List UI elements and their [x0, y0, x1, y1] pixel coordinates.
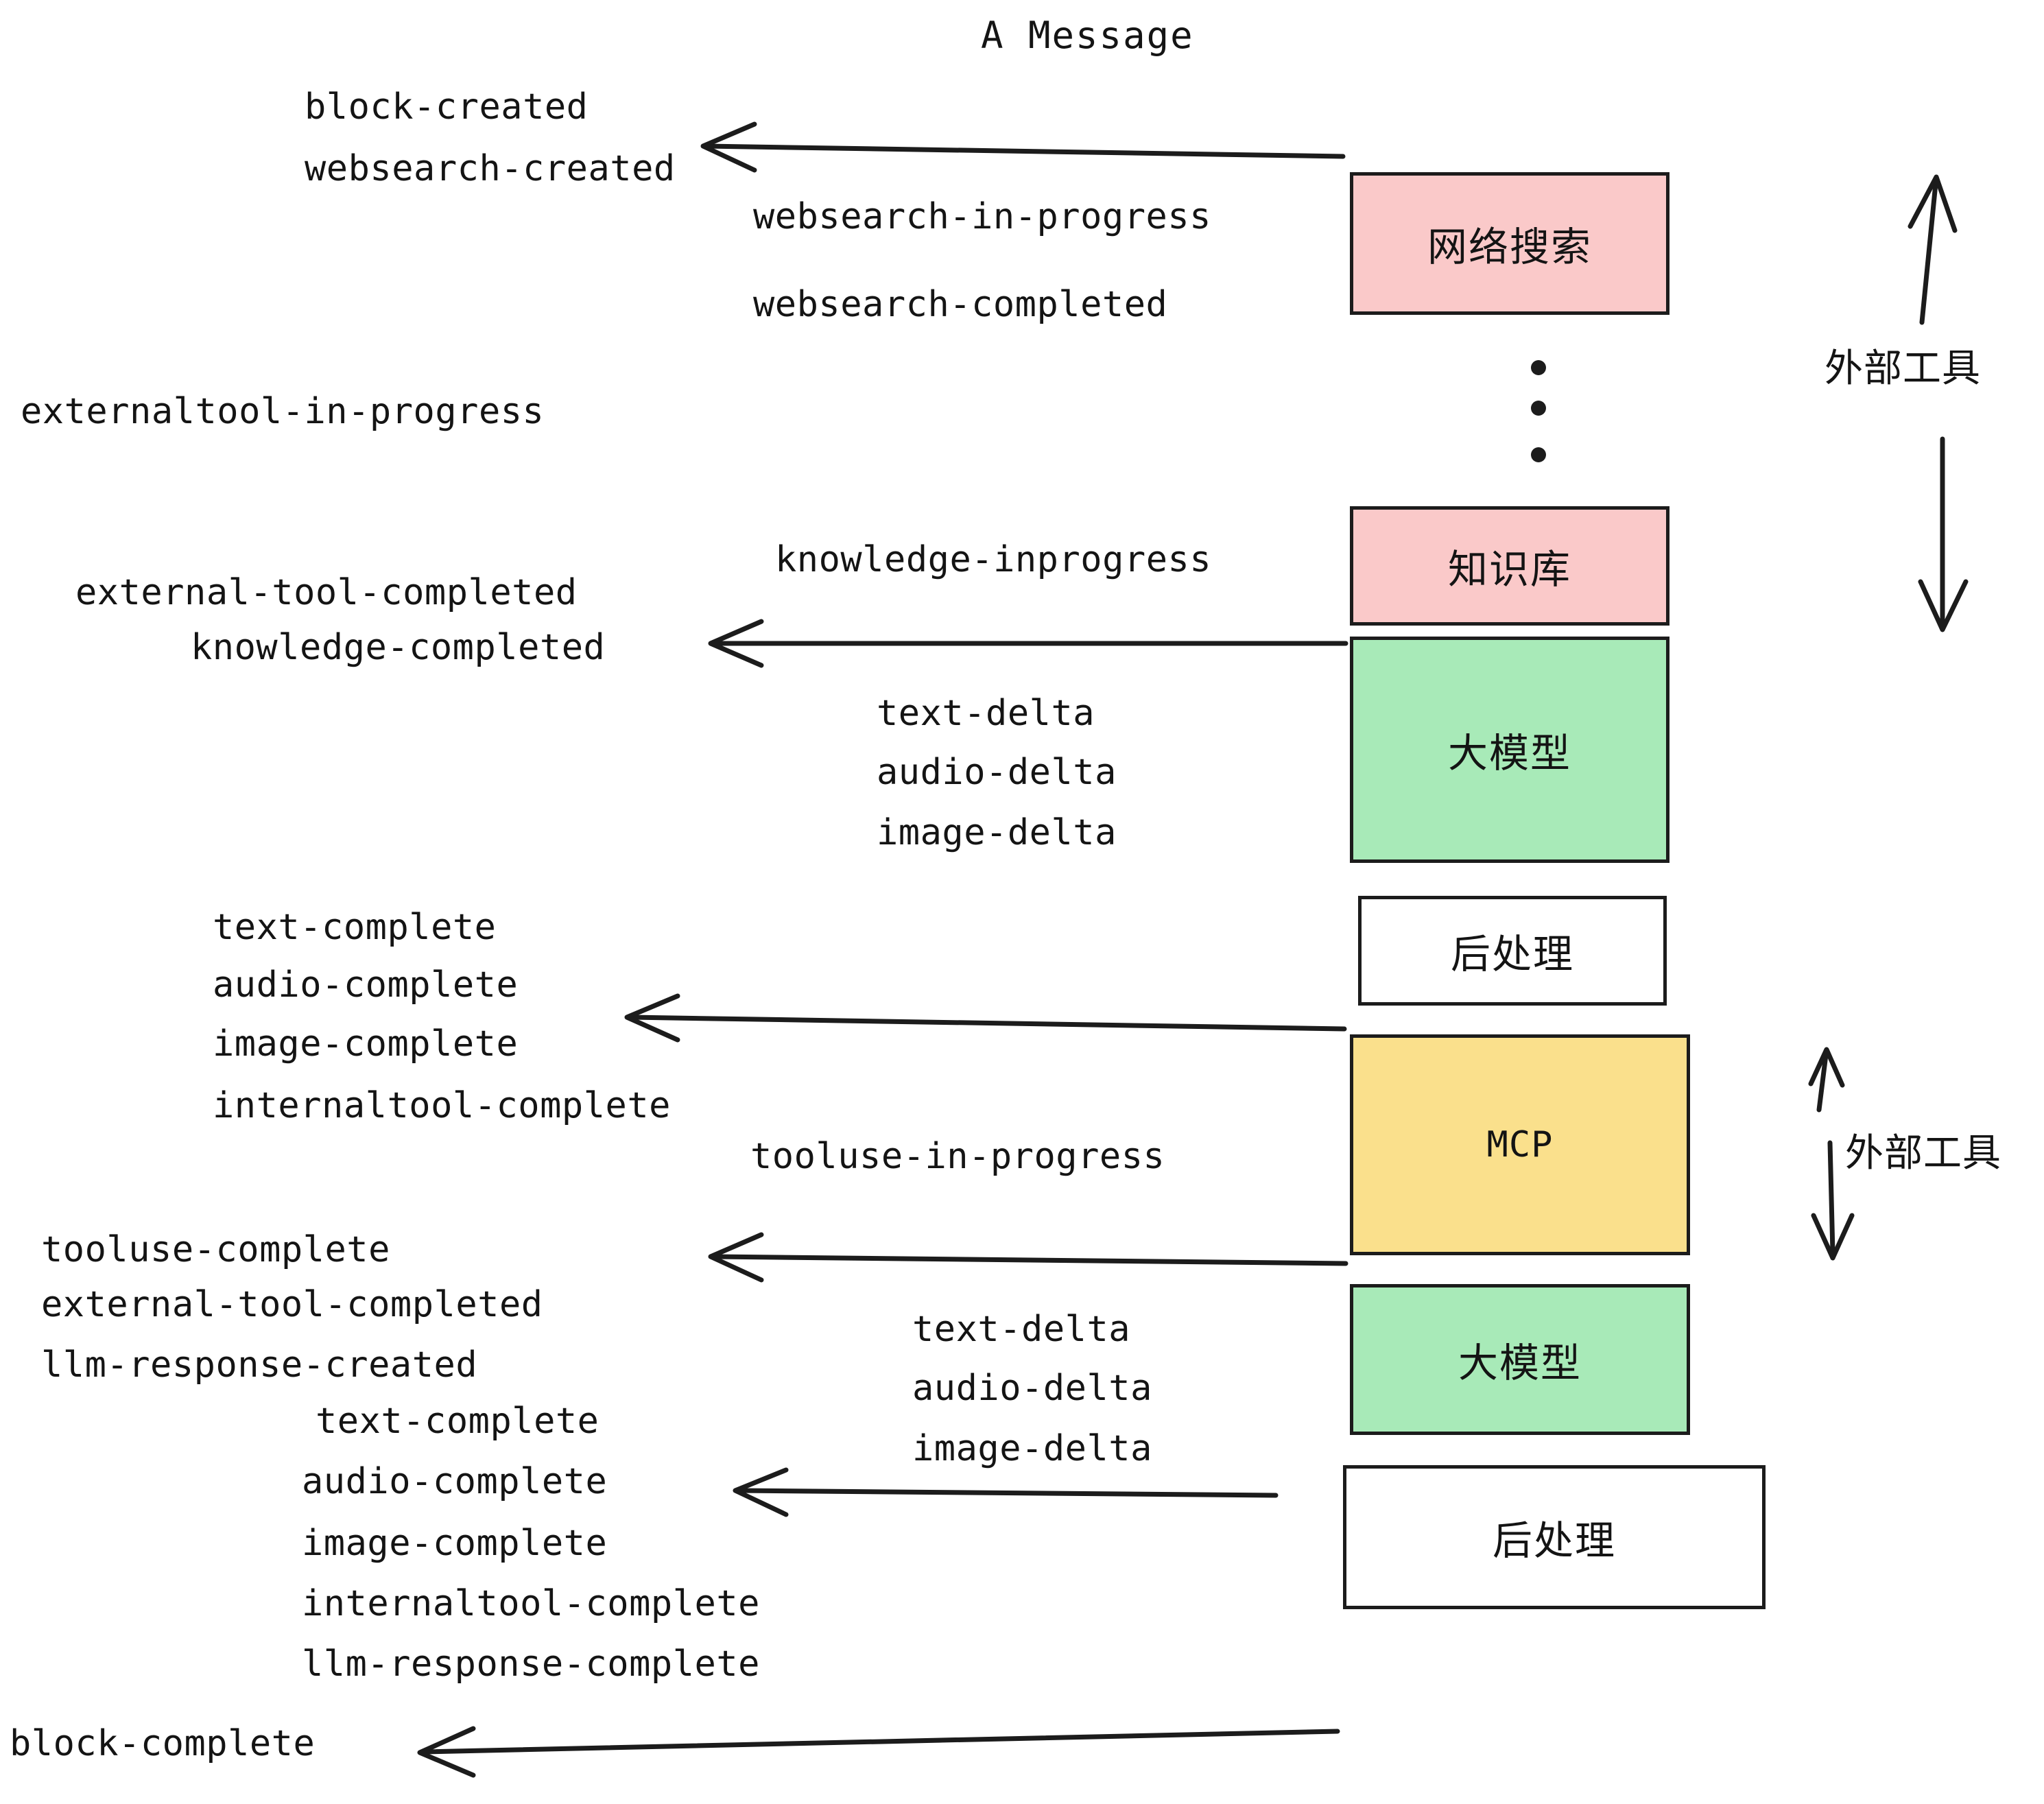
- event-label: websearch-completed: [753, 284, 1168, 325]
- arrowhead-mcp-to-tooluse-complete: [708, 1232, 764, 1283]
- arrowhead-external-tool-top-up: [1908, 174, 1958, 233]
- page-title: A Message: [981, 14, 1194, 57]
- event-label: audio-delta: [877, 752, 1117, 793]
- arrow-external-tool-top-up: [1919, 181, 1938, 325]
- event-label: image-complete: [302, 1523, 608, 1564]
- node-websearch[interactable]: 网络搜索: [1350, 172, 1669, 315]
- arrow-postprocess-to-image-complete: [628, 1014, 1347, 1032]
- event-label: websearch-created: [305, 148, 676, 189]
- node-llm-bottom[interactable]: 大模型: [1350, 1284, 1690, 1435]
- side-label-external-tool-top: 外部工具: [1825, 346, 1981, 391]
- arrow-llm-to-audio-complete: [737, 1488, 1279, 1498]
- arrowhead-postprocess-to-block-complete: [417, 1726, 476, 1778]
- arrowhead-knowledge-to-completed: [708, 619, 764, 668]
- ellipsis-dot: [1531, 447, 1546, 462]
- event-label: image-delta: [912, 1428, 1152, 1469]
- arrow-external-tool-bottom-up: [1816, 1052, 1829, 1113]
- arrowhead-postprocess-to-image-complete: [624, 993, 680, 1043]
- event-label: audio-delta: [912, 1368, 1152, 1409]
- arrowhead-external-tool-top-down: [1918, 579, 1969, 632]
- node-postprocess-top[interactable]: 后处理: [1358, 896, 1667, 1006]
- arrowhead-external-tool-bottom-up: [1808, 1047, 1845, 1088]
- node-mcp[interactable]: MCP: [1350, 1034, 1690, 1255]
- arrow-postprocess-to-block-complete: [421, 1729, 1340, 1755]
- event-label: block-created: [305, 86, 589, 128]
- event-label: websearch-in-progress: [753, 196, 1211, 237]
- event-label: internaltool-complete: [302, 1583, 760, 1624]
- event-label: externaltool-in-progress: [21, 391, 545, 432]
- node-knowledge[interactable]: 知识库: [1350, 506, 1669, 626]
- event-label: internaltool-complete: [213, 1085, 671, 1126]
- event-label: image-complete: [213, 1023, 519, 1065]
- event-label: block-complete: [10, 1723, 316, 1764]
- event-label: image-delta: [877, 812, 1117, 853]
- arrow-external-tool-bottom-down: [1827, 1140, 1835, 1255]
- event-label: knowledge-inprogress: [775, 539, 1212, 580]
- ellipsis-dot: [1531, 401, 1546, 416]
- event-label: text-delta: [912, 1309, 1131, 1350]
- node-llm-top[interactable]: 大模型: [1350, 637, 1669, 863]
- event-label: audio-complete: [302, 1461, 608, 1502]
- event-label: knowledge-completed: [191, 627, 606, 668]
- arrow-websearch-to-created: [704, 143, 1346, 159]
- event-label: external-tool-completed: [75, 572, 578, 613]
- event-label: llm-response-complete: [302, 1643, 760, 1685]
- event-label: text-delta: [877, 693, 1095, 734]
- arrowhead-external-tool-bottom-down: [1811, 1213, 1855, 1261]
- event-label: text-complete: [316, 1401, 599, 1442]
- event-label: text-complete: [213, 907, 497, 948]
- arrow-mcp-to-tooluse-complete: [712, 1254, 1348, 1266]
- side-label-external-tool-bottom: 外部工具: [1845, 1131, 2001, 1176]
- event-label: audio-complete: [213, 964, 519, 1006]
- ellipsis-dot: [1531, 360, 1546, 375]
- arrowhead-llm-to-audio-complete: [733, 1467, 789, 1517]
- node-postprocess-bottom[interactable]: 后处理: [1343, 1465, 1766, 1609]
- event-label: tooluse-in-progress: [750, 1136, 1165, 1177]
- arrowhead-websearch-to-created: [700, 121, 757, 173]
- event-label: tooluse-complete: [41, 1229, 390, 1270]
- event-label: external-tool-completed: [41, 1284, 543, 1325]
- event-label: llm-response-created: [41, 1344, 478, 1386]
